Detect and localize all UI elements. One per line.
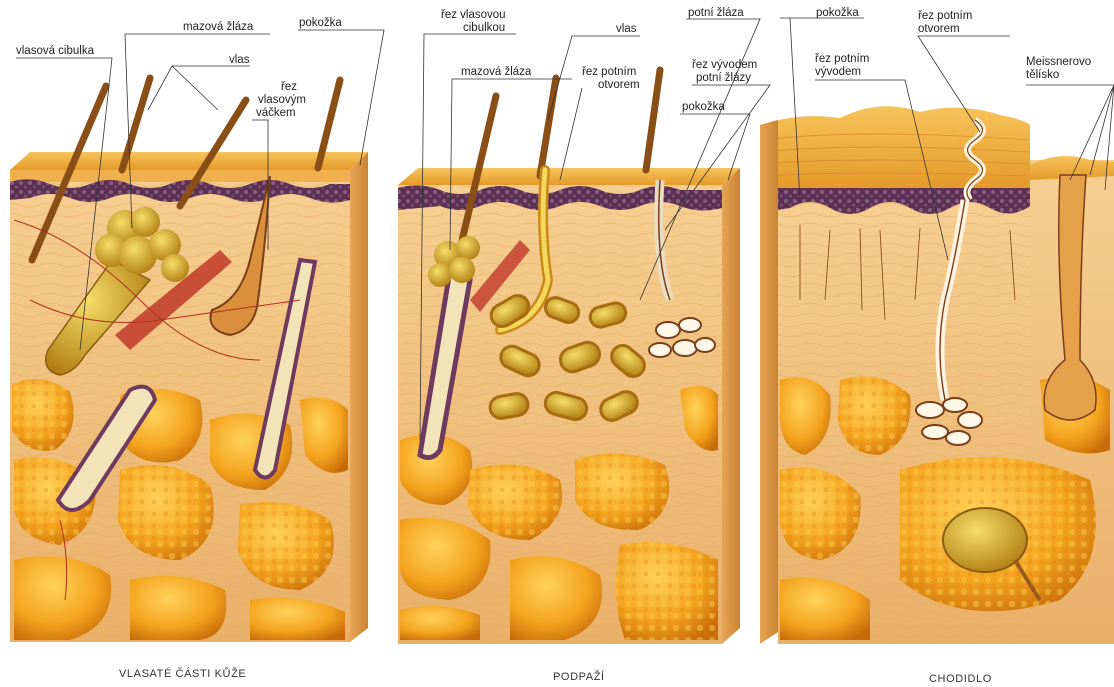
label-bulb-section-line1: řez vlasovou [441, 9, 506, 22]
label-meissner-line2: tělísko [1026, 69, 1059, 82]
label-sweat-pore-line1: řez potním [918, 10, 972, 23]
label-sweat-pore-line2: otvorem [598, 79, 640, 92]
label-duct-section-line2: potní žlázy [696, 72, 751, 85]
label-epidermis: pokožka [299, 17, 342, 30]
block-side-face [722, 168, 740, 644]
caption-hairy-skin: VLASATÉ ČÁSTI KŮŽE [119, 668, 246, 680]
caption-sole: CHODIDLO [929, 673, 992, 685]
label-follicle-section-line2: vlasovým [258, 94, 306, 107]
panel-armpit [398, 70, 740, 644]
panel-sole [760, 106, 1114, 644]
label-epidermis: pokožka [682, 101, 725, 114]
label-sweat-pore-line2: otvorem [918, 23, 960, 36]
skin-surface-top [10, 152, 368, 170]
label-sebaceous-gland: mazová žláza [461, 66, 531, 79]
panel-hairy-skin [10, 78, 368, 642]
label-duct-section-line1: řez vývodem [692, 59, 757, 72]
label-hair: vlas [616, 23, 636, 36]
label-sweat-duct-line1: řez potním [815, 53, 869, 66]
label-epidermis: pokožka [816, 7, 859, 20]
skin-surface-top [398, 168, 740, 185]
epidermis-layer [10, 170, 350, 182]
label-sweat-duct-line2: vývodem [815, 66, 861, 79]
block-side-face [760, 120, 778, 644]
label-follicle-section-line3: váčkem [256, 107, 296, 120]
block-side-face [350, 152, 368, 642]
label-bulb-section-line2: cibulkou [463, 22, 505, 35]
label-sweat-gland: potní žláza [688, 7, 744, 20]
label-hair: vlas [229, 54, 249, 67]
label-sweat-pore-line1: řez potním [582, 66, 636, 79]
sweat-gland-coils [487, 291, 649, 424]
label-hair-bulb: vlasová cibulka [16, 45, 94, 58]
label-meissner-line1: Meissnerovo [1026, 56, 1091, 69]
label-sebaceous-gland: mazová žláza [183, 21, 253, 34]
label-follicle-section-line1: řez [281, 81, 297, 94]
caption-armpit: PODPAŽÍ [553, 671, 605, 683]
